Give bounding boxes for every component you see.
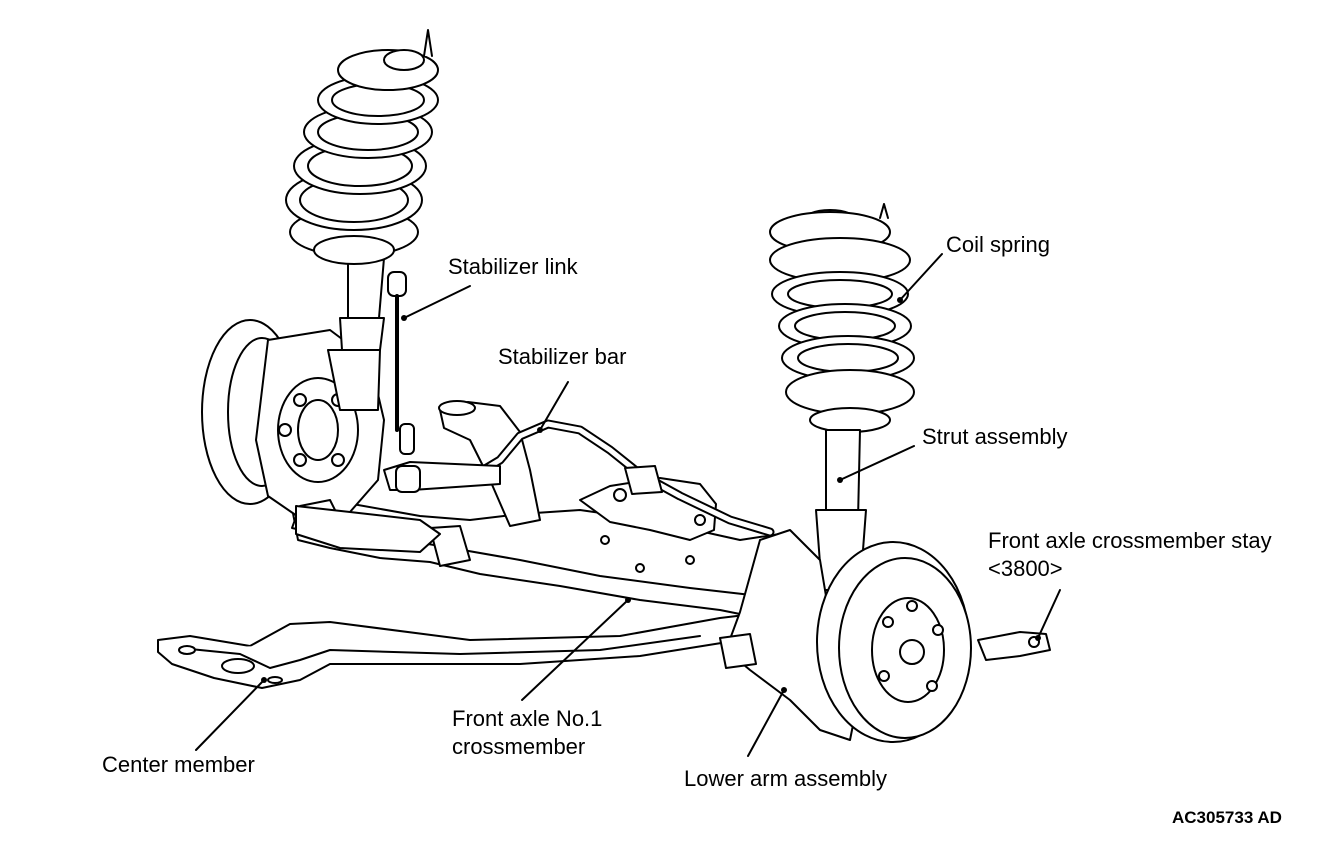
label-strut-assembly: Strut assembly bbox=[922, 424, 1068, 449]
leader-coil-spring bbox=[899, 253, 943, 301]
right-brake-assembly bbox=[816, 541, 972, 743]
leader-stabilizer-bar bbox=[539, 381, 569, 431]
center-member-part bbox=[157, 611, 781, 689]
stabilizer-link-part bbox=[387, 271, 421, 493]
label-crossmember-no1: Front axle No.1 bbox=[452, 706, 603, 731]
label-center-member: Center member bbox=[102, 752, 255, 777]
leader-center-member bbox=[195, 679, 265, 751]
label-coil-spring: Coil spring bbox=[946, 232, 1050, 257]
right-coil-spring-part bbox=[769, 203, 915, 433]
label-stabilizer-bar: Stabilizer bar bbox=[498, 344, 627, 369]
leader-crossmember-no1 bbox=[521, 599, 629, 701]
leader-stabilizer-link bbox=[403, 285, 471, 319]
leader-strut-assembly bbox=[839, 445, 915, 481]
label-stabilizer-link: Stabilizer link bbox=[448, 254, 578, 279]
left-coil-spring-part bbox=[285, 29, 439, 265]
label-crossmember-no1-cont: crossmember bbox=[452, 734, 586, 759]
label-crossmember-stay-variant: <3800> bbox=[988, 556, 1063, 581]
leader-lower-arm bbox=[747, 689, 785, 757]
label-lower-arm-assembly: Lower arm assembly bbox=[684, 766, 887, 791]
crossmember-stay-part bbox=[977, 631, 1051, 661]
label-crossmember-stay: Front axle crossmember stay bbox=[988, 528, 1272, 553]
leader-crossmember-stay bbox=[1037, 589, 1061, 639]
figure-code: AC305733 AD bbox=[1172, 808, 1282, 827]
left-strut-part bbox=[327, 257, 385, 411]
